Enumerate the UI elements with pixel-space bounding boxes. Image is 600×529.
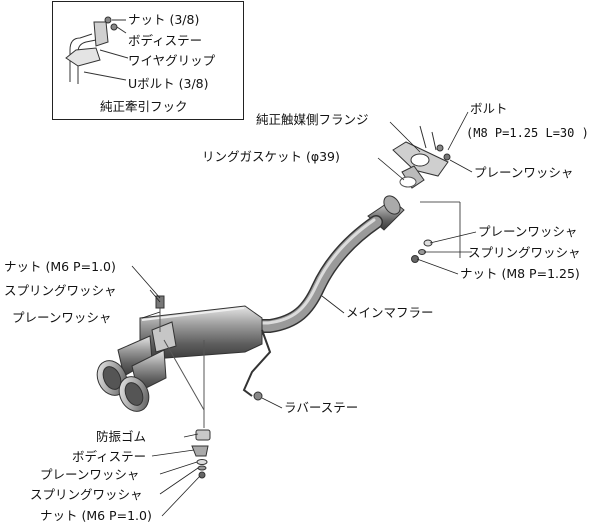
inset-u-bolt-label: Uボルト (3/8) (128, 76, 209, 91)
bottom-nut-label: ナット (M6 P=1.0) (40, 508, 152, 523)
stay-plain-washer-label: プレーンワッシャ (478, 224, 578, 239)
muffler-hanger (151, 295, 205, 428)
bottom-body-stay-label: ボディステー (72, 449, 147, 464)
tail-tips (96, 360, 150, 412)
tow-hook-detail (65, 16, 129, 84)
main-pipe (213, 215, 383, 333)
ring-gasket-label: リングガスケット (φ39) (202, 149, 340, 164)
leader-lines (131, 111, 477, 517)
stay-nut-label: ナット (M8 P=1.25) (460, 266, 580, 281)
front-flange (392, 125, 451, 189)
rubber-stay-label: ラバーステー (284, 400, 359, 415)
rubber-mount-label: 防振ゴム (96, 429, 147, 444)
left-spring-washer-label: スプリングワッシャ (4, 283, 117, 298)
flange-label: 純正触媒側フランジ (256, 112, 369, 127)
left-plain-washer-label: プレーンワッシャ (12, 310, 112, 325)
bottom-plain-washer-label: プレーンワッシャ (40, 467, 140, 482)
inset-body-stay-label: ボディステー (128, 33, 203, 48)
inset-title: 純正牽引フック (100, 99, 188, 114)
inset-nut-label: ナット (3/8) (128, 12, 200, 27)
rubber-stay-part (242, 329, 272, 401)
bolt-label: ボルト (470, 101, 508, 116)
main-muffler-label: メインマフラー (346, 305, 434, 320)
bottom-spring-washer-label: スプリングワッシャ (30, 487, 143, 502)
tow-hook-inset (52, 1, 244, 120)
stay-spring-washer-label: スプリングワッシャ (468, 245, 581, 260)
front-washer-label: プレーンワッシャ (474, 165, 574, 180)
bottom-hardware (191, 429, 211, 479)
right-stay-hardware (411, 239, 433, 263)
left-nut-label: ナット (M6 P=1.0) (4, 259, 116, 274)
inset-wire-grip-label: ワイヤグリップ (128, 53, 216, 68)
bolt-spec-label: (M8 P=1.25 L=30 ) (466, 126, 589, 140)
